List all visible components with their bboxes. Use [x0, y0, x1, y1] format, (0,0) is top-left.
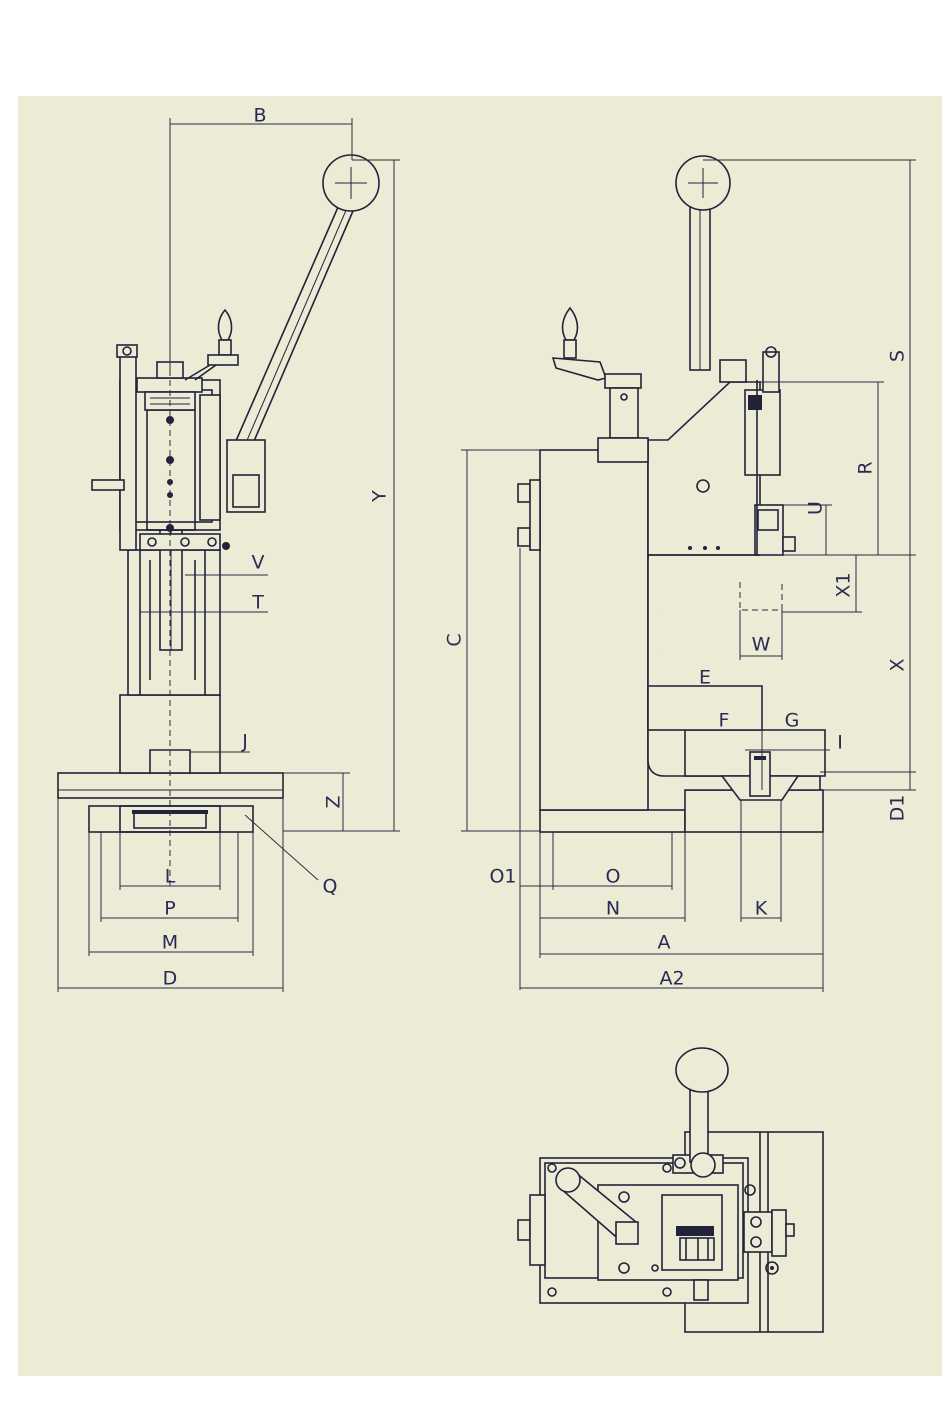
front-view-dimensions [58, 118, 400, 992]
label-u: U [805, 501, 827, 515]
label-b: B [253, 105, 266, 127]
label-o: O [606, 866, 621, 888]
label-w: W [752, 634, 771, 656]
label-p: P [164, 898, 175, 920]
label-e: E [699, 667, 711, 689]
label-v: V [252, 552, 265, 574]
label-g: G [785, 710, 800, 732]
label-j: J [241, 731, 248, 753]
label-d1: D1 [887, 795, 909, 822]
label-t: T [251, 592, 264, 614]
label-x: X [887, 658, 909, 671]
label-l: L [165, 866, 176, 888]
label-z: Z [323, 795, 345, 808]
label-x1: X1 [833, 572, 855, 597]
label-s: S [887, 350, 909, 362]
front-view [58, 155, 379, 890]
label-k: K [755, 898, 768, 920]
label-c: C [444, 633, 466, 646]
label-a2: A2 [659, 968, 684, 990]
label-d: D [163, 968, 178, 990]
label-r: R [855, 461, 877, 474]
label-f: F [719, 710, 730, 732]
label-i: I [837, 732, 843, 754]
label-y: Y [369, 490, 391, 503]
label-o1: O1 [489, 866, 516, 888]
side-view [518, 156, 825, 832]
label-m: M [162, 932, 178, 954]
label-a: A [658, 932, 671, 954]
label-n: N [606, 898, 620, 920]
top-view [518, 1048, 823, 1332]
label-q: Q [323, 876, 338, 898]
